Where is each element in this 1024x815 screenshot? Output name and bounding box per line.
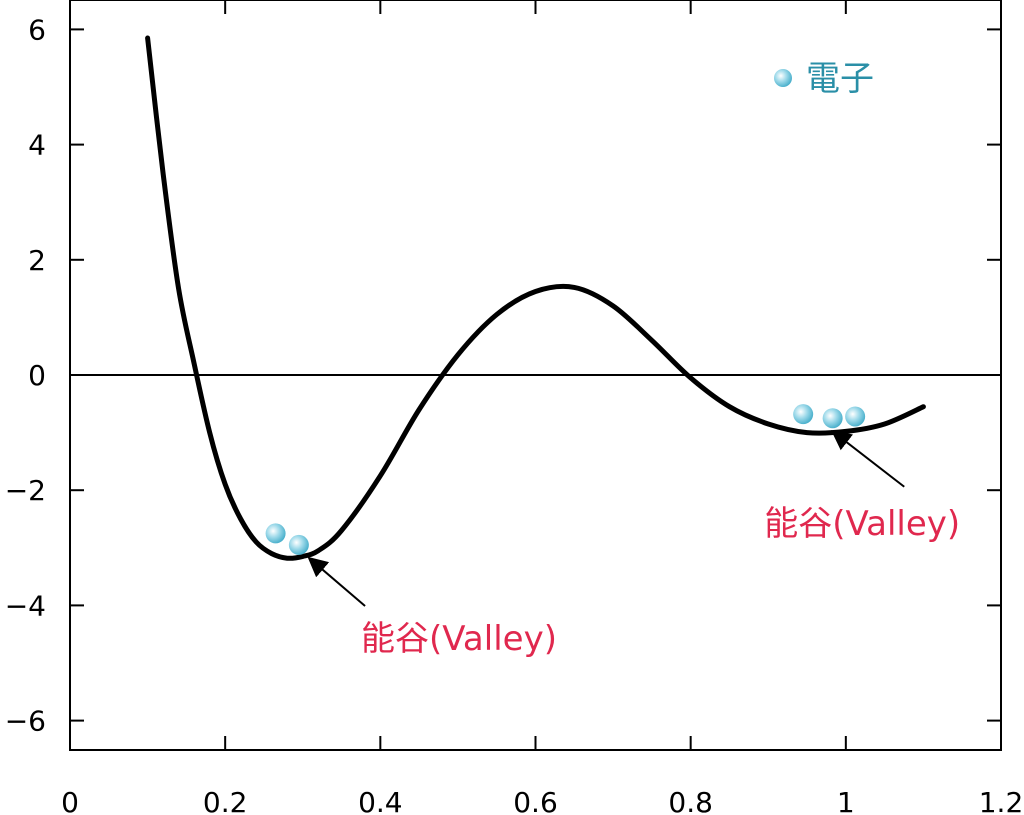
annotation-arrow: [307, 556, 366, 607]
legend: 電子: [774, 59, 874, 99]
x-tick-label: 0.2: [203, 786, 248, 815]
y-tick-label: 0: [28, 359, 46, 392]
x-tick-label: 0: [61, 786, 79, 815]
electron-marker: [822, 408, 843, 429]
x-tick-label: 0.8: [668, 786, 713, 815]
y-tick-label: 6: [28, 13, 46, 46]
axis-tick-labels: 0 0.2 0.4 0.6 0.8 1 1.2 6 4 2 0 −2 −4 −6: [5, 13, 1024, 815]
x-tick-label: 0.6: [513, 786, 558, 815]
electron-marker: [265, 523, 286, 544]
electron-marker: [793, 404, 814, 425]
valley-label: 能谷(Valley): [361, 619, 557, 659]
y-tick-label: −2: [5, 474, 46, 507]
electron-markers: [265, 404, 866, 555]
legend-electron-icon: [774, 69, 792, 87]
y-tick-label: 2: [28, 244, 46, 277]
electron-marker: [288, 534, 309, 555]
x-tick-label: 1: [837, 786, 855, 815]
electron-marker: [845, 406, 866, 427]
legend-label: 電子: [806, 59, 874, 99]
energy-curve: [145, 35, 926, 561]
y-tick-label: −6: [5, 705, 46, 738]
x-tick-label: 0.4: [358, 786, 403, 815]
valley-annotations: 能谷(Valley) 能谷(Valley): [307, 430, 960, 659]
y-tick-label: −4: [5, 589, 46, 622]
x-tick-label: 1.2: [979, 786, 1024, 815]
annotation-arrow: [831, 430, 905, 488]
valley-label: 能谷(Valley): [764, 504, 960, 544]
y-tick-label: 4: [28, 129, 46, 162]
